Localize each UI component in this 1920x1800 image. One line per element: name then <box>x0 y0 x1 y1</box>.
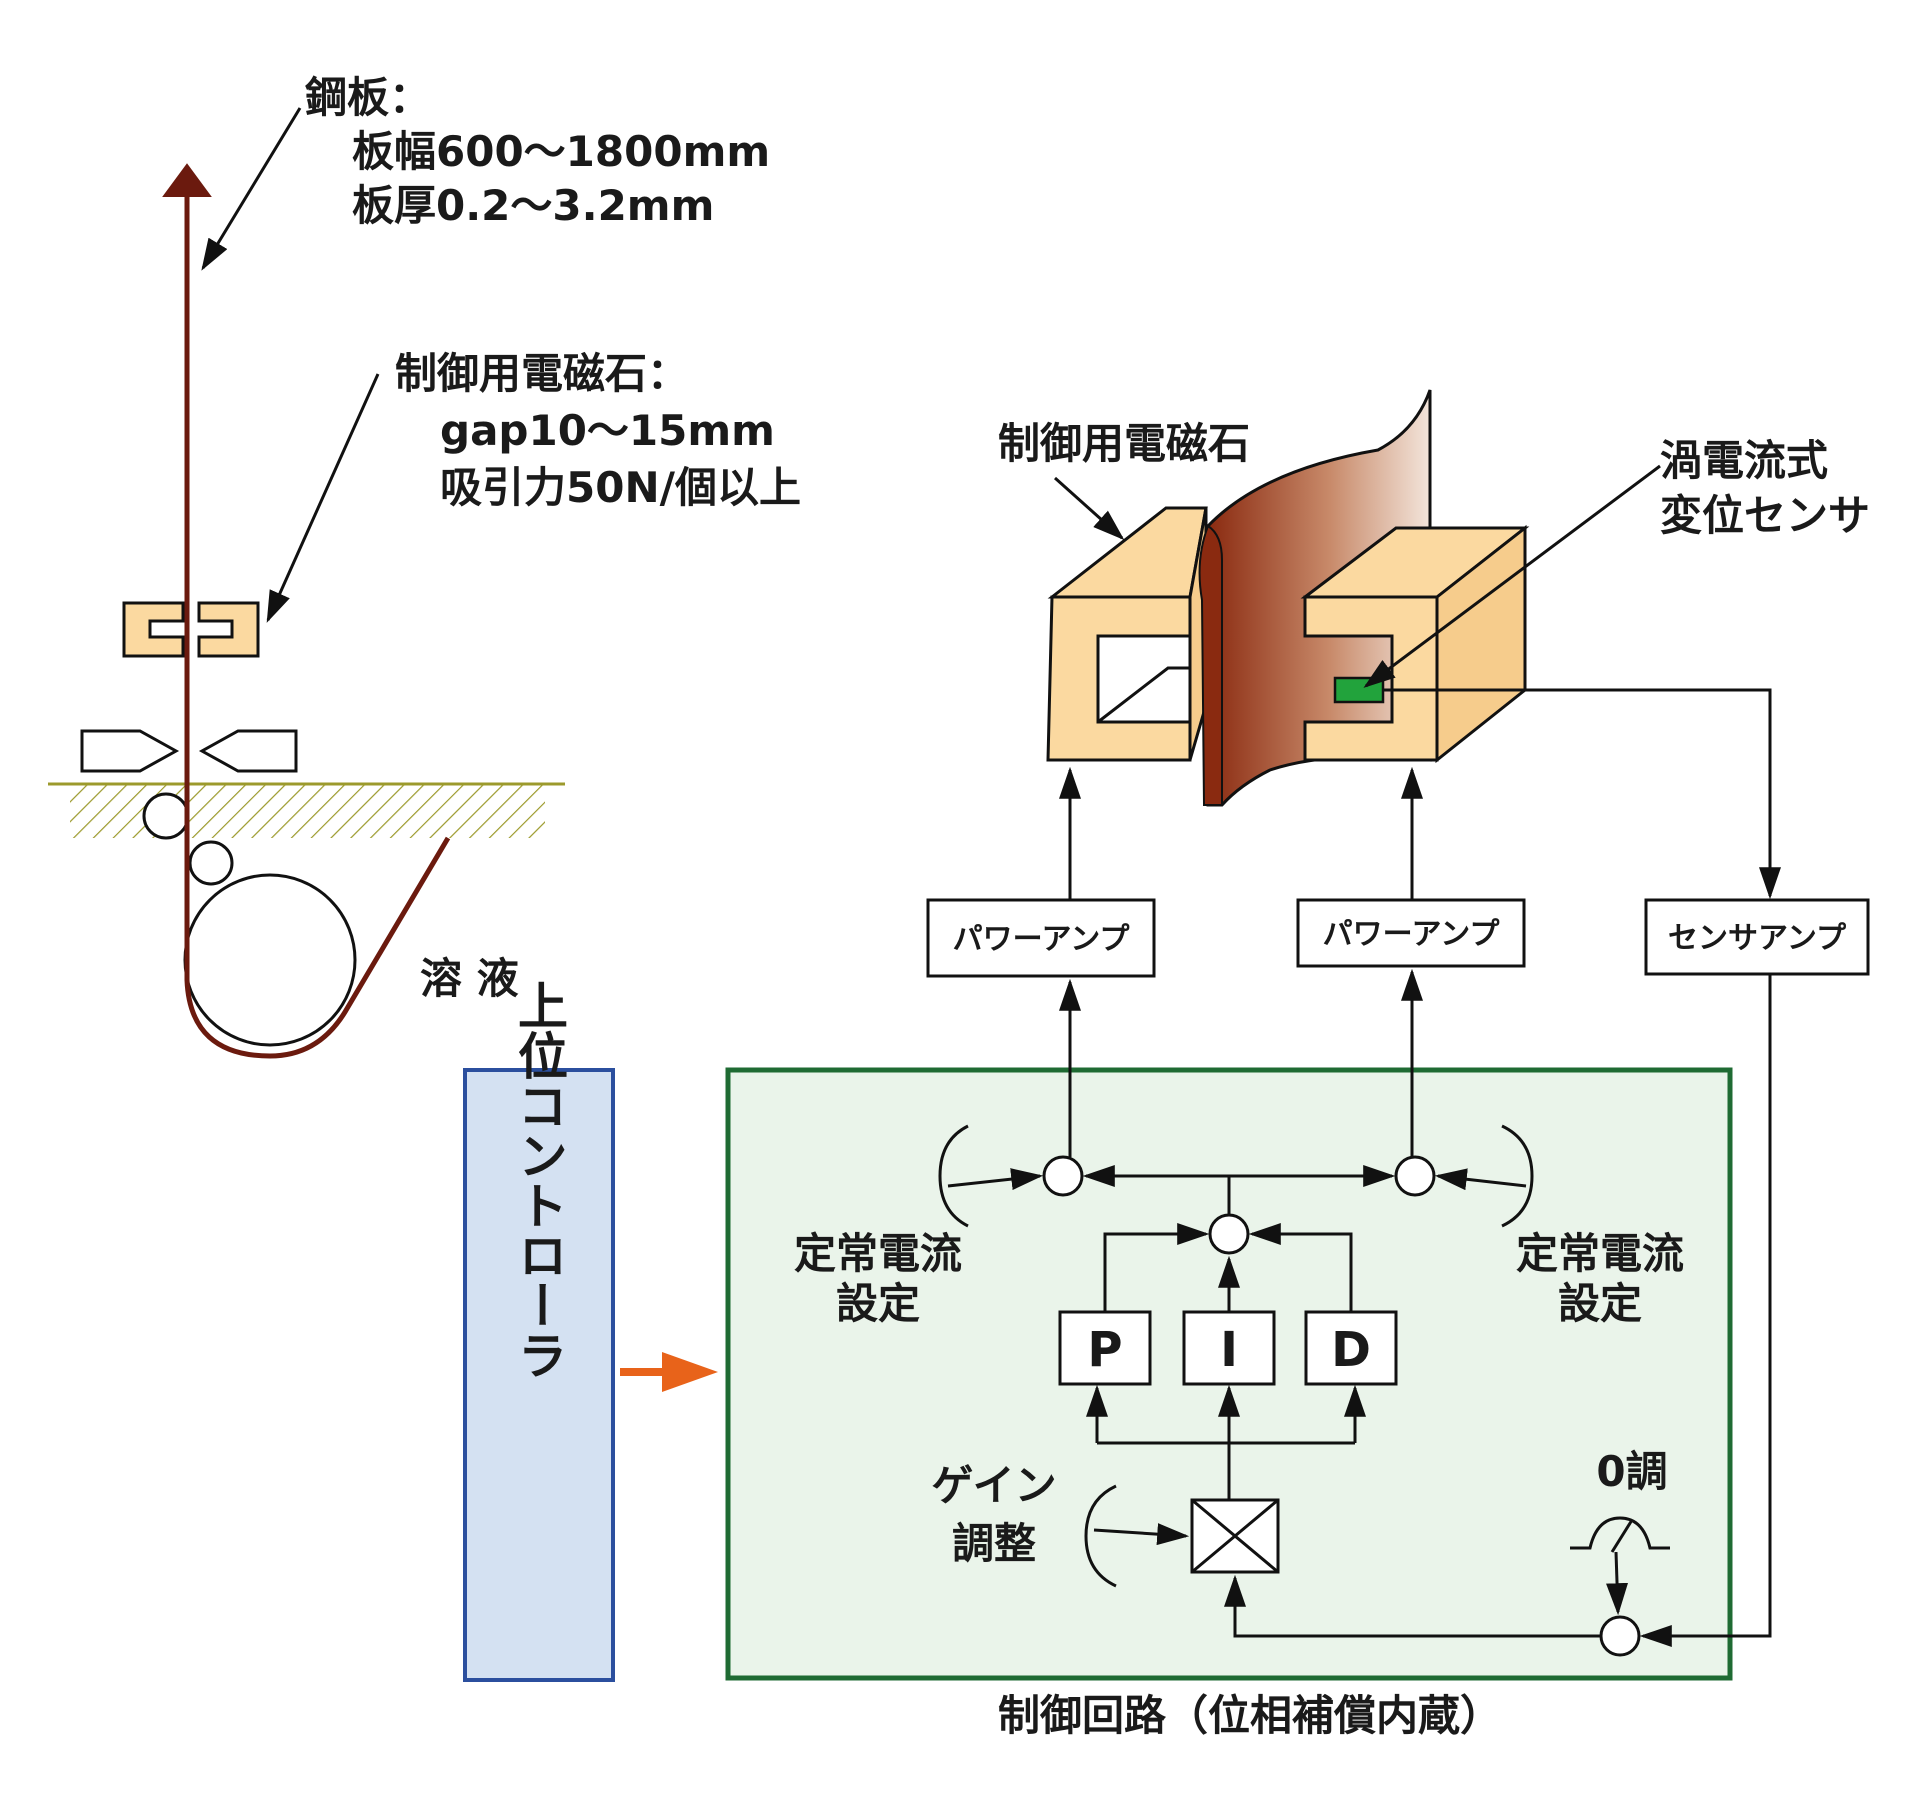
steady-right-label-1: 定常電流 <box>1516 1229 1684 1278</box>
control-circuit-caption: 制御回路（位相補償内蔵） <box>998 1691 1502 1740</box>
wire-p-to-junction <box>1103 1223 1210 1312</box>
steady-left-label-1: 定常電流 <box>794 1229 962 1278</box>
sensor-amp-label: センサアンプ <box>1668 921 1847 956</box>
bath-side-view: 鋼板： 板幅600～1800mm 板厚0.2～3.2mm 制御用電磁石： gap… <box>48 73 801 1059</box>
steel-thickness: 板厚0.2～3.2mm <box>352 181 714 230</box>
sink-roll <box>183 873 357 1047</box>
magnet-3d-label: 制御用電磁石 <box>998 419 1250 468</box>
control-circuit: 定常電流 設定 定常電流 設定 P I D ゲイン 調整 <box>725 968 1772 1740</box>
sensor-label-2: 変位センサ <box>1660 491 1870 540</box>
zero-adjust-label: 0調 <box>1596 1447 1667 1496</box>
electromagnet-left-small <box>122 601 185 658</box>
host-controller-label: 上位コントローラ <box>510 980 568 1380</box>
electromagnet-assembly: 制御用電磁石 渦電流式 変位センサ <box>998 389 1870 807</box>
pid-d-label: D <box>1331 1322 1371 1378</box>
steady-knob-right-arrow <box>1434 1168 1527 1191</box>
magnet-force: 吸引力50N/個以上 <box>440 463 801 512</box>
steel-sheet-path <box>162 163 451 1059</box>
support-roll-small-upper <box>142 792 190 840</box>
junction-center <box>1208 1213 1250 1255</box>
power-amp-right-label: パワーアンプ <box>1323 917 1501 952</box>
magnet-gap: gap10～15mm <box>440 406 775 455</box>
steady-knob-right <box>1501 1124 1534 1228</box>
magnet-callout-line <box>266 373 380 623</box>
host-controller: 上位コントローラ <box>463 980 718 1682</box>
host-controller-box <box>463 1068 615 1682</box>
zero-adjust-pointer <box>1610 1519 1634 1553</box>
gain-label-2: 調整 <box>952 1519 1036 1568</box>
steel-title: 鋼板： <box>305 73 431 122</box>
left-magnet-front <box>1046 595 1192 762</box>
wiping-nozzle-right <box>198 729 298 773</box>
ground-hatch <box>70 784 545 838</box>
magnet-label-callout <box>1053 476 1125 541</box>
sensor-amp <box>1644 898 1870 976</box>
support-roll-small-lower <box>188 840 234 886</box>
steady-knob-left-arrow <box>947 1168 1044 1191</box>
steel-width: 板幅600～1800mm <box>352 127 770 176</box>
zero-adjust-knob <box>1570 1516 1670 1550</box>
power-amp-left-label: パワーアンプ <box>953 922 1131 957</box>
displacement-sensor <box>1333 676 1385 704</box>
solution-label: 溶 液 <box>420 954 519 1003</box>
pid-box-d <box>1304 1310 1398 1386</box>
wire-d-to-junction <box>1248 1223 1353 1312</box>
pid-box-p <box>1058 1310 1152 1386</box>
wiping-nozzle-left <box>80 729 180 773</box>
zero-adjust-arrow <box>1606 1551 1629 1616</box>
wire-sensor-to-amp <box>1383 688 1781 900</box>
junction-right <box>1394 1155 1436 1197</box>
gain-knob <box>1084 1484 1117 1588</box>
sensor-label-1: 渦電流式 <box>1660 436 1828 485</box>
left-magnet-inner <box>1097 666 1190 724</box>
pid-i-label: I <box>1220 1322 1238 1378</box>
power-amp-right <box>1296 898 1526 968</box>
host-to-control-arrowhead <box>662 1352 718 1392</box>
steady-right-label-2: 設定 <box>1558 1279 1642 1328</box>
gain-x-2 <box>1191 1498 1279 1574</box>
amplifiers: パワーアンプ パワーアンプ センサアンプ <box>926 688 1870 978</box>
electromagnet-right-small <box>197 601 260 658</box>
gain-knob-arrow <box>1093 1523 1190 1546</box>
steady-left-label-2: 設定 <box>836 1279 920 1328</box>
wire-sensor-amp-to-bottom <box>1639 974 1772 1647</box>
sheet-edge <box>1198 524 1223 806</box>
magnet-title: 制御用電磁石： <box>395 349 689 398</box>
right-magnet-front <box>1303 595 1439 762</box>
junction-bottom <box>1599 1615 1641 1657</box>
wire-bottom-to-gain <box>1224 1574 1601 1638</box>
sensor-label-callout <box>1363 464 1661 688</box>
gain-label-1: ゲイン <box>931 1461 1056 1510</box>
power-amp-left <box>926 898 1156 978</box>
steady-knob-left <box>938 1124 969 1228</box>
left-magnet-top <box>1047 506 1208 599</box>
steel-callout-line <box>201 107 302 271</box>
pid-p-label: P <box>1087 1322 1122 1378</box>
pid-box-i <box>1182 1310 1276 1386</box>
junction-left <box>1042 1155 1084 1197</box>
